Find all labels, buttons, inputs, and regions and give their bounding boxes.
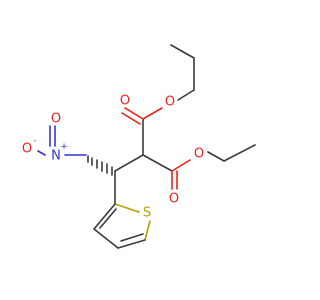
bond-c1-o-double-a (124, 107, 144, 120)
bond-c1-o-double-b (121, 112, 141, 125)
charge-nitro-n: + (60, 142, 68, 152)
charge-nitro-o-minus: - (33, 136, 36, 146)
bond-ch-c2 (142, 154, 173, 172)
bond-c2-o-ether (171, 159, 191, 172)
bond-c4-c3 (93, 228, 119, 249)
bond-ch3-1 (170, 44, 195, 59)
bond-c3-c2 (93, 203, 116, 230)
bond-ch-chiral (114, 154, 144, 172)
bond-c1-o-ether (142, 107, 163, 120)
atom-nitro-o-double: O (51, 112, 61, 127)
bond-n-o-single (37, 150, 46, 156)
atom-thiophene-s: S (143, 206, 151, 221)
molecule-drawing: O O O O N + O - O S (22, 44, 256, 249)
bond-c3-c2-inner (99, 208, 117, 229)
atom-o-ester2-carbonyl: O (169, 192, 179, 207)
bond-ch2-ch3-2 (223, 144, 256, 162)
atom-o-ester1-ether: O (165, 95, 175, 110)
bond-s-c5 (144, 220, 151, 241)
atom-o-ester1-carbonyl: O (120, 94, 130, 109)
bond-o-ch2-1 (177, 89, 195, 101)
bond-c5-c4-inner (120, 233, 144, 242)
molecule-structure: O O O O N + O - O S (22, 44, 256, 249)
bond-o-ch2-2 (207, 151, 225, 162)
atom-nitro-n: N (51, 149, 61, 164)
atom-nitro-o-minus: O (22, 142, 32, 157)
bond-c2-s (114, 203, 140, 213)
atom-o-ester2-ether: O (194, 147, 204, 162)
bond-c5-c4 (117, 239, 146, 249)
hashed-wedge-bond (87, 155, 113, 176)
